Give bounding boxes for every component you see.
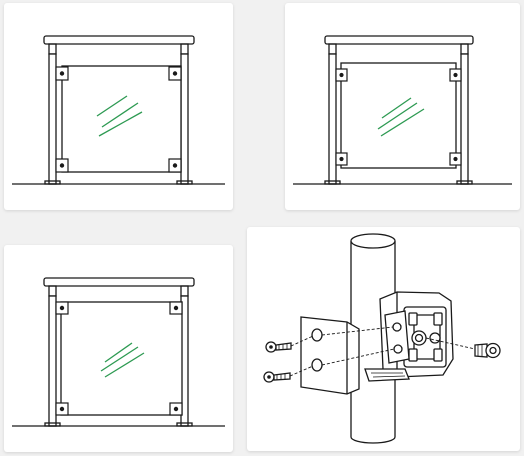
post-cap-left — [48, 43, 57, 55]
handrail — [43, 35, 195, 45]
glass-pane — [60, 301, 183, 416]
glass-pane — [61, 65, 182, 173]
post-left — [328, 53, 337, 185]
railing-drawing — [293, 35, 512, 185]
clamp-gasket — [364, 368, 410, 382]
handrail — [43, 277, 195, 287]
clamp-front-plate — [300, 316, 360, 395]
handrail — [324, 35, 474, 45]
clamp-exploded-drawing — [263, 233, 501, 444]
post-right — [180, 53, 189, 185]
railing-panel-top-right — [285, 3, 520, 210]
plate-bolt-hole-lower — [311, 358, 323, 372]
glass-reflection — [100, 342, 145, 378]
post-cap-right — [180, 285, 189, 297]
railing-panel-bottom-left — [4, 245, 233, 452]
glass-reflection — [377, 97, 425, 137]
railing-panel-top-left — [4, 3, 233, 210]
post-cap-left — [48, 285, 57, 297]
round-post — [350, 241, 396, 444]
set-screw — [474, 342, 501, 359]
post-left — [48, 53, 57, 185]
post-top — [350, 233, 396, 249]
post-cap-right — [180, 43, 189, 55]
post-left — [48, 295, 57, 427]
post-right — [460, 53, 469, 185]
glass-reflection — [96, 95, 143, 137]
plate-bolt-hole-upper — [311, 328, 323, 342]
railing-drawing — [12, 277, 225, 427]
saddle-plate — [384, 310, 410, 364]
post-cap-right — [460, 43, 469, 55]
clamp-assembly-detail — [247, 227, 520, 451]
railing-drawing — [12, 35, 225, 185]
assembly-guides — [289, 326, 476, 377]
post-cap-left — [328, 43, 337, 55]
